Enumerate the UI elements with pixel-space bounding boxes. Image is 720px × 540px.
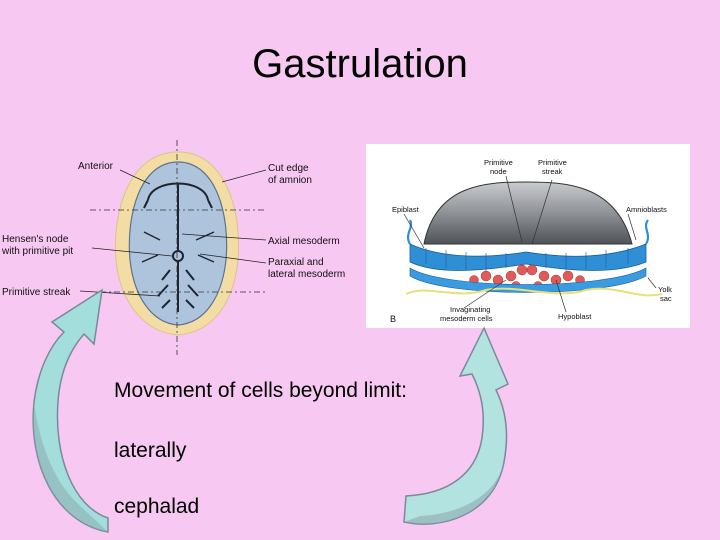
figure-leader-lines xyxy=(403,175,657,313)
label-hensens-2: with primitive pit xyxy=(1,246,73,257)
label-primitive-streak-1: Primitive xyxy=(538,158,567,167)
slide-title: Gastrulation xyxy=(252,42,468,86)
amnioblast-tips xyxy=(406,219,650,245)
label-paraxial-2: lateral mesoderm xyxy=(268,269,345,280)
label-cut-edge-2: of amnion xyxy=(268,175,312,186)
body-line-movement: Movement of cells beyond limit: xyxy=(114,379,407,402)
label-panel-b: B xyxy=(390,314,396,324)
leader-lines xyxy=(79,169,267,297)
body-line-laterally: laterally xyxy=(114,439,187,462)
right-curved-arrow xyxy=(403,326,509,525)
label-invaginating-2: mesoderm cells xyxy=(440,314,493,323)
cross-section-figure: Primitive node Primitive streak Epiblast… xyxy=(366,144,690,328)
label-primitive-streak: Primitive streak xyxy=(2,287,71,298)
label-amnioblasts: Amnioblasts xyxy=(626,205,667,214)
amniotic-dome xyxy=(423,181,633,245)
embryo-top-view-figure: Anterior Cut edge of amnion Hensen's nod… xyxy=(1,140,345,355)
label-primitive-node-2: node xyxy=(490,167,507,176)
label-epiblast: Epiblast xyxy=(392,205,420,214)
label-primitive-streak-2: streak xyxy=(542,167,563,176)
label-primitive-node-1: Primitive xyxy=(484,158,513,167)
body-line-cephalad: cephalad xyxy=(114,495,200,518)
label-yolk-2: sac xyxy=(660,294,672,303)
label-cut-edge-1: Cut edge xyxy=(268,163,309,174)
label-invaginating-1: Invaginating xyxy=(450,305,490,314)
left-curved-arrow xyxy=(32,288,109,533)
label-axial-mesoderm: Axial mesoderm xyxy=(268,236,340,247)
epiblast-layer xyxy=(409,243,647,271)
label-yolk-1: Yolk xyxy=(658,285,672,294)
label-hensens-1: Hensen's node xyxy=(2,234,69,245)
yolk-sac-line xyxy=(405,287,663,297)
label-paraxial-1: Paraxial and xyxy=(268,257,324,268)
label-hypoblast: Hypoblast xyxy=(558,312,592,321)
hypoblast-layer xyxy=(409,267,647,293)
label-anterior: Anterior xyxy=(78,161,114,172)
invaginating-cells xyxy=(469,264,585,291)
